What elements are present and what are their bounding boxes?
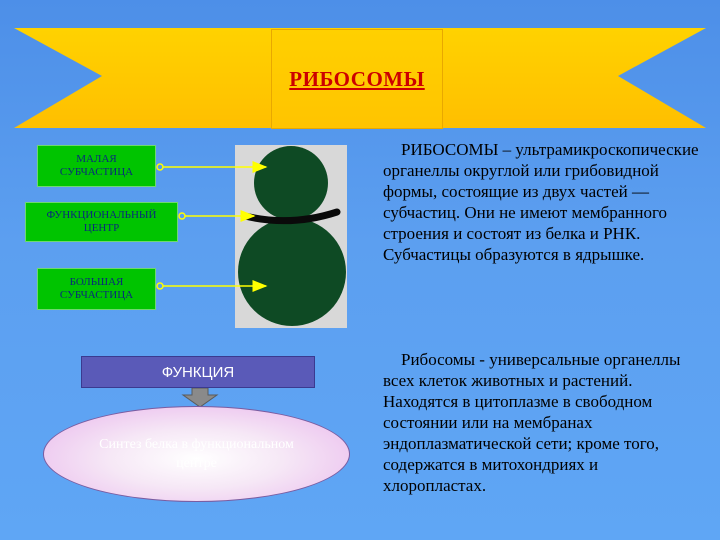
page-title: РИБОСОМЫ bbox=[289, 66, 425, 91]
function-ellipse: Синтез белка в функциональном центре bbox=[43, 406, 350, 502]
down-arrow-icon bbox=[181, 388, 219, 408]
label-functional-center: ФУНКЦИОНАЛЬНЫЙ ЦЕНТР bbox=[25, 202, 178, 242]
label-functional-text: ФУНКЦИОНАЛЬНЫЙ ЦЕНТР bbox=[46, 209, 157, 234]
label-small-subunit: МАЛАЯ СУБЧАСТИЦА bbox=[37, 145, 156, 187]
description-1-text: РИБОСОМЫ – ультрамикроскопические органе… bbox=[383, 140, 699, 264]
small-subunit-shape bbox=[254, 146, 328, 220]
function-label: ФУНКЦИЯ bbox=[161, 363, 235, 381]
title-box: РИБОСОМЫ bbox=[271, 29, 443, 129]
function-box: ФУНКЦИЯ bbox=[81, 356, 315, 388]
function-text: Синтез белка в функциональном центре bbox=[99, 437, 294, 471]
description-paragraph-1: РИБОСОМЫ – ультрамикроскопические органе… bbox=[383, 139, 703, 265]
description-2-text: Рибосомы - универсальные органеллы всех … bbox=[383, 350, 681, 495]
description-paragraph-2: Рибосомы - универсальные органеллы всех … bbox=[383, 349, 703, 496]
ribosome-diagram bbox=[238, 146, 346, 326]
large-subunit-shape bbox=[238, 218, 346, 326]
label-small-text: МАЛАЯ СУБЧАСТИЦА bbox=[59, 153, 134, 178]
label-large-subunit: БОЛЬШАЯ СУБЧАСТИЦА bbox=[37, 268, 156, 310]
label-large-text: БОЛЬШАЯ СУБЧАСТИЦА bbox=[59, 276, 134, 301]
